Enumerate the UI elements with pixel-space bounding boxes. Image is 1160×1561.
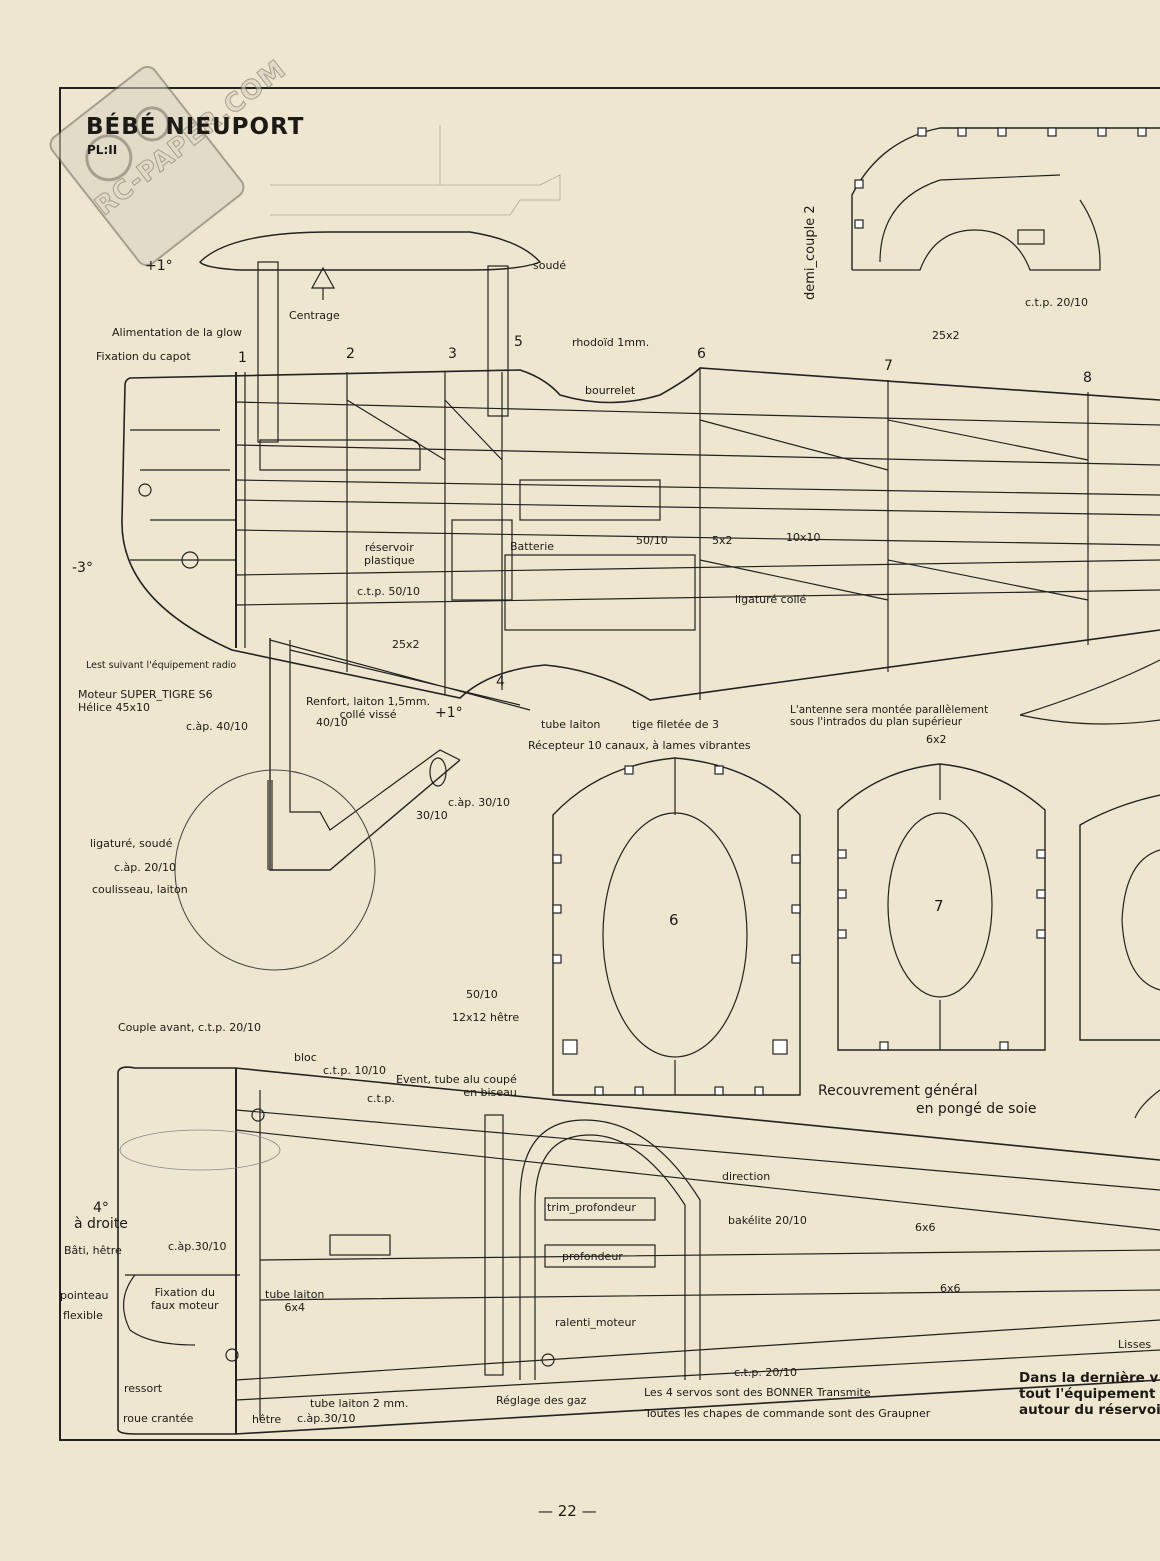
label-tube-laiton: tube laiton bbox=[541, 718, 601, 731]
label-6x6-b: 6x6 bbox=[940, 1282, 961, 1295]
label-couple-avant: Couple avant, c.t.p. 20/10 bbox=[118, 1021, 261, 1034]
plan-title: BÉBÉ NIEUPORT bbox=[86, 114, 305, 140]
station-4: 4 bbox=[496, 674, 505, 690]
label-ressort: ressort bbox=[124, 1382, 163, 1395]
plate-number: PL:II bbox=[87, 143, 118, 157]
label-bourrelet: bourrelet bbox=[585, 384, 636, 397]
label-demi-couple-material: c.t.p. 20/10 bbox=[1025, 296, 1089, 309]
label-angle-droite: 4° à droite bbox=[74, 1200, 128, 1232]
station-8: 8 bbox=[1083, 370, 1092, 386]
label-30-10: 30/10 bbox=[416, 809, 448, 822]
label-renfort: Renfort, laiton 1,5mm. collé vissé bbox=[306, 695, 431, 721]
label-ctp-20: c.t.p. 20/10 bbox=[734, 1366, 798, 1379]
label-centrage: Centrage bbox=[289, 309, 340, 322]
label-ctp-50: c.t.p. 50/10 bbox=[357, 585, 421, 598]
label-tige-filetee: tige filetée de 3 bbox=[632, 718, 719, 731]
label-reservoir: réservoir plastique bbox=[364, 541, 415, 567]
station-7: 7 bbox=[884, 358, 893, 374]
label-trim: trim_profondeur bbox=[547, 1201, 636, 1214]
label-profondeur: profondeur bbox=[562, 1250, 623, 1263]
label-pointeau: pointeau bbox=[60, 1289, 109, 1302]
label-40-10: 40/10 bbox=[316, 716, 348, 729]
label-chapes: Toutes les chapes de commande sont des G… bbox=[645, 1407, 931, 1420]
label-ctp-10: c.t.p. 10/10 bbox=[323, 1064, 387, 1077]
label-ligature-soude: ligaturé, soudé bbox=[90, 837, 173, 850]
engine-angle: -3° bbox=[72, 560, 93, 576]
label-50-10: 50/10 bbox=[636, 534, 668, 547]
label-soude: soudé bbox=[533, 259, 567, 272]
label-tube-2mm: tube laiton 2 mm. bbox=[310, 1397, 409, 1410]
watermark-stamp: RC-PAPER.COM bbox=[18, 35, 293, 297]
label-cap-30-top: c.àp.30/10 bbox=[168, 1240, 227, 1253]
label-rhodoid: rhodoïd 1mm. bbox=[572, 336, 650, 349]
former-6-label-50: 50/10 bbox=[466, 988, 498, 1001]
label-tube-laiton-6x4: tube laiton 6x4 bbox=[265, 1288, 325, 1314]
former-6-label-hetre: 12x12 hêtre bbox=[452, 1011, 520, 1024]
wing-angle: +1° bbox=[145, 258, 173, 274]
label-direction: direction bbox=[722, 1170, 771, 1183]
covering-line2: en pongé de soie bbox=[916, 1101, 1037, 1117]
label-event: Event, tube alu coupé en biseau bbox=[396, 1073, 517, 1099]
label-lisses: Lisses bbox=[1118, 1338, 1152, 1351]
label-bloc: bloc bbox=[294, 1051, 317, 1064]
label-bakelite: bakélite 20/10 bbox=[728, 1214, 807, 1227]
label-roue: roue crantée bbox=[123, 1412, 194, 1425]
label-bati: Bâti, hêtre bbox=[64, 1244, 122, 1257]
label-alimentation: Alimentation de la glow bbox=[112, 326, 243, 339]
label-ralenti: ralenti_moteur bbox=[555, 1316, 636, 1329]
page-number: — 22 — bbox=[538, 1502, 597, 1520]
label-coulisseau: coulisseau, laiton bbox=[92, 883, 188, 896]
label-helice: Hélice 45x10 bbox=[78, 701, 150, 714]
former-7-number: 7 bbox=[934, 897, 944, 915]
label-lest: Lest suivant l'équipement radio bbox=[86, 660, 237, 671]
station-2: 2 bbox=[346, 346, 355, 362]
label-ligature-colle: ligaturé collé bbox=[735, 593, 807, 606]
label-cap-40: c.àp. 40/10 bbox=[186, 720, 248, 733]
label-reglage: Réglage des gaz bbox=[496, 1394, 587, 1407]
label-ctp: c.t.p. bbox=[367, 1092, 395, 1105]
note-line2: tout l'équipement r bbox=[1019, 1386, 1160, 1402]
covering-line1: Recouvrement général bbox=[818, 1083, 978, 1099]
label-antenne: L'antenne sera montée parallèlement sous… bbox=[790, 704, 989, 728]
label-fixation-capot: Fixation du capot bbox=[96, 350, 191, 363]
label-demi-couple: demi_couple 2 bbox=[803, 205, 818, 300]
label-servos: Les 4 servos sont des BONNER Transmite bbox=[644, 1386, 871, 1399]
label-cap-30-b: c.àp.30/10 bbox=[297, 1412, 356, 1425]
label-6x6-a: 6x6 bbox=[915, 1221, 936, 1234]
former-6-number: 6 bbox=[669, 911, 679, 929]
label-cap-30: c.àp. 30/10 bbox=[448, 796, 510, 809]
label-5x2: 5x2 bbox=[712, 534, 733, 547]
label-batterie: Batterie bbox=[510, 540, 555, 553]
label-25x2-lower: 25x2 bbox=[392, 638, 420, 651]
station-3: 3 bbox=[448, 346, 457, 362]
note-line1: Dans la dernière v bbox=[1019, 1370, 1159, 1386]
label-fixation-faux: Fixation du faux moteur bbox=[151, 1286, 219, 1312]
label-moteur: Moteur SUPER_TIGRE S6 bbox=[78, 688, 213, 701]
station-1: 1 bbox=[238, 350, 247, 366]
label-cap-20: c.àp. 20/10 bbox=[114, 861, 176, 874]
label-recepteur: Récepteur 10 canaux, à lames vibrantes bbox=[528, 739, 751, 752]
note-line3: autour du réservoi bbox=[1019, 1402, 1160, 1418]
station-6: 6 bbox=[697, 346, 706, 362]
label-10x10: 10x10 bbox=[786, 531, 821, 544]
label-25x2-upper: 25x2 bbox=[932, 329, 960, 342]
stab-angle: +1° bbox=[435, 705, 463, 721]
former-7-label: 6x2 bbox=[926, 733, 947, 746]
label-hetre: hêtre bbox=[252, 1413, 282, 1426]
station-5: 5 bbox=[514, 334, 523, 350]
label-flexible: flexible bbox=[63, 1309, 103, 1322]
